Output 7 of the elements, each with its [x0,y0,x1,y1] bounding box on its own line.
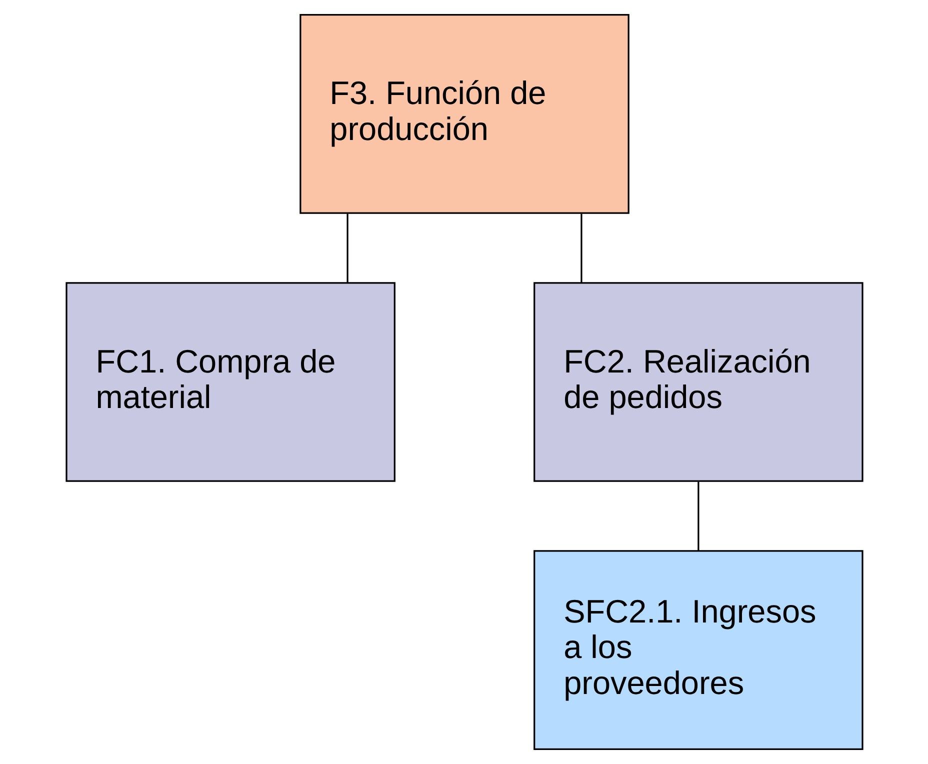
connector [697,482,699,551]
node-box: FC1. Compra de material [65,282,395,482]
node-box: SFC2.1. Ingresos a los proveedores [533,550,863,750]
connector [580,214,582,283]
node-box: FC2. Realización de pedidos [533,282,863,482]
node-box: F3. Función de producción [299,14,629,214]
connector [346,214,348,283]
